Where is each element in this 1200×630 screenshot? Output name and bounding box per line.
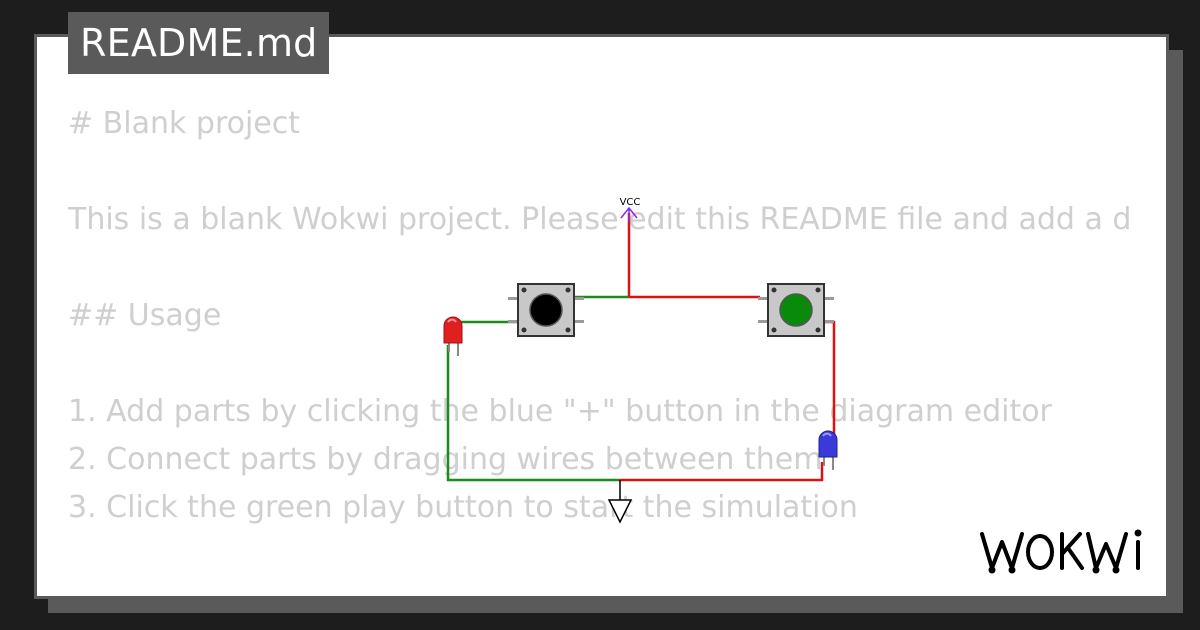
wire-green-button-to-blue-led: [824, 320, 836, 445]
file-tab-title: README.md: [80, 21, 318, 65]
readme-step-2: 2. Connect parts by dragging wires betwe…: [68, 442, 823, 477]
readme-subheading: ## Usage: [68, 298, 222, 333]
wire-red-led-to-ground: [446, 345, 620, 482]
wires: [446, 213, 836, 500]
wokwi-logo-icon: [980, 529, 1142, 574]
ground-icon: [607, 499, 633, 524]
vcc-arrow-icon: [620, 206, 638, 222]
readme-card: [34, 34, 1169, 599]
pushbutton-green[interactable]: [758, 283, 834, 337]
file-tab[interactable]: README.md: [68, 12, 330, 74]
vcc-symbol: VCC: [620, 197, 641, 222]
pushbutton-black[interactable]: [508, 283, 584, 337]
readme-step-1: 1. Add parts by clicking the blue "+" bu…: [68, 394, 1052, 429]
wire-black-button-to-red-led: [458, 320, 518, 330]
readme-step-3: 3. Click the green play button to start …: [68, 490, 858, 525]
readme-description: This is a blank Wokwi project. Please ed…: [68, 202, 1133, 237]
wire-blue-led-to-ground: [620, 462, 824, 482]
readme-heading: # Blank project: [68, 106, 301, 141]
vcc-label: VCC: [620, 197, 641, 208]
led-blue[interactable]: [818, 430, 838, 470]
wokwi-logo: [976, 524, 1148, 584]
button-cap-black[interactable]: [529, 293, 563, 327]
button-cap-green[interactable]: [779, 293, 813, 327]
led-red[interactable]: [443, 316, 463, 356]
readme-content: # Blank project This is a blank Wokwi pr…: [68, 100, 1133, 532]
